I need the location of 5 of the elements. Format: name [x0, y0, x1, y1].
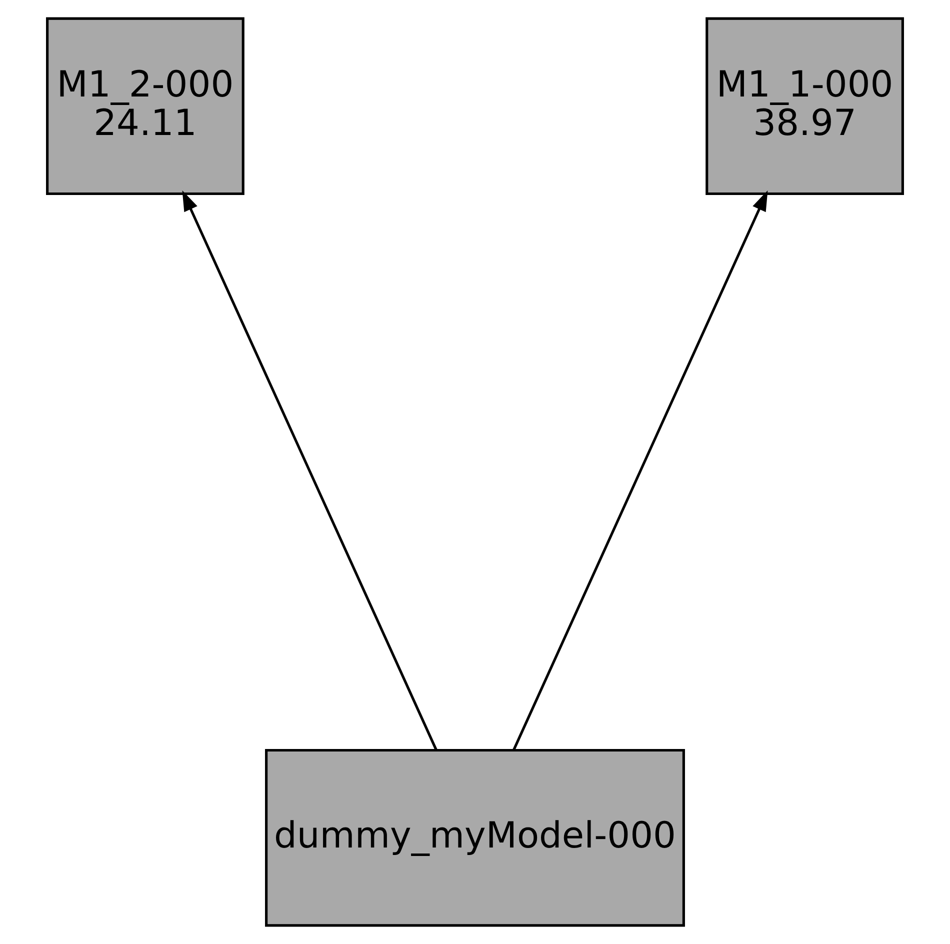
node-box: dummy_myModel-000: [265, 748, 685, 927]
node-box: M1_1-000 38.97: [706, 17, 904, 196]
arrow: [182, 190, 438, 750]
node-box: M1_2-000 24.11: [46, 17, 244, 196]
arrow: [512, 190, 768, 750]
